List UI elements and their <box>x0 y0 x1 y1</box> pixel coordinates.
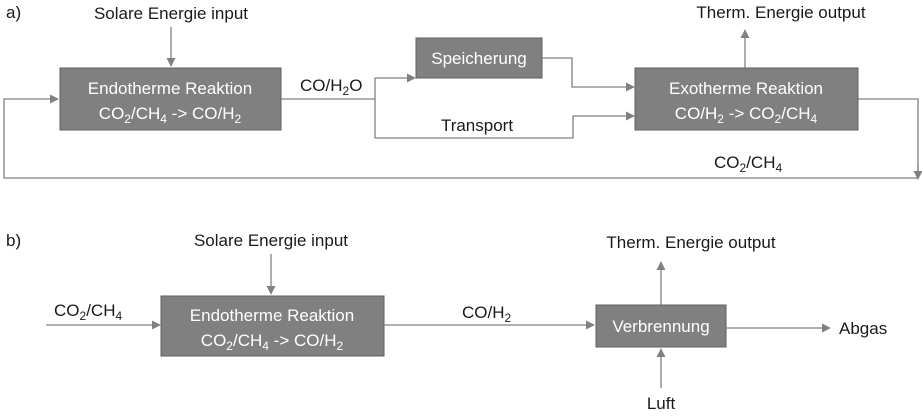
panel-b-endothermic-title: Endotherme Reaktion <box>190 306 354 325</box>
panel-a-storage-box: Speicherung <box>415 37 543 79</box>
panel-a-endothermic-formula: CO2/CH4 -> CO/H2 <box>99 104 242 126</box>
panel-a-recycle-label: CO2/CH4 <box>714 153 782 175</box>
panel-a-exothermic-box: Exotherme Reaktion CO/H2 -> CO2/CH4 <box>634 67 859 131</box>
panel-a-transport-arrow <box>374 99 635 139</box>
panel-a-exothermic-title: Exotherme Reaktion <box>669 79 823 98</box>
panel-a-recycle-loop <box>3 94 919 179</box>
panel-a-storage-to-exo-arrow <box>542 57 635 92</box>
panel-a-therm-output-label: Therm. Energie output <box>696 3 865 22</box>
panel-a-syngas-label: CO/H2O <box>300 76 362 98</box>
panel-b-therm-output-label: Therm. Energie output <box>606 233 775 252</box>
panel-b-solar-input-label: Solare Energie input <box>194 231 348 250</box>
panel-b-combustion-box: Verbrennung <box>595 304 727 348</box>
panel-b-combustion-label: Verbrennung <box>612 317 709 336</box>
panel-a-solar-input-label: Solare Energie input <box>94 4 248 23</box>
panel-a-to-storage-arrow <box>374 73 416 99</box>
panel-a-endothermic-title: Endotherme Reaktion <box>88 79 252 98</box>
panel-a-transport-label: Transport <box>441 116 513 135</box>
panel-b-exhaust-label: Abgas <box>839 319 887 338</box>
panel-b-endothermic-box: Endotherme Reaktion CO2/CH4 -> CO/H2 <box>160 295 385 357</box>
panel-a-tag: a) <box>6 3 21 22</box>
panel-b-syngas-label: CO/H2 <box>462 303 512 325</box>
panel-b-endothermic-formula: CO2/CH4 -> CO/H2 <box>201 331 344 353</box>
panel-b-feed-label: CO2/CH4 <box>54 301 122 323</box>
panel-b-air-label: Luft <box>647 394 676 413</box>
panel-a-storage-label: Speicherung <box>431 49 526 68</box>
panel-b-tag: b) <box>6 231 21 250</box>
panel-a-exothermic-formula: CO/H2 -> CO2/CH4 <box>675 104 818 126</box>
panel-a-endothermic-box: Endotherme Reaktion CO2/CH4 -> CO/H2 <box>59 67 282 131</box>
